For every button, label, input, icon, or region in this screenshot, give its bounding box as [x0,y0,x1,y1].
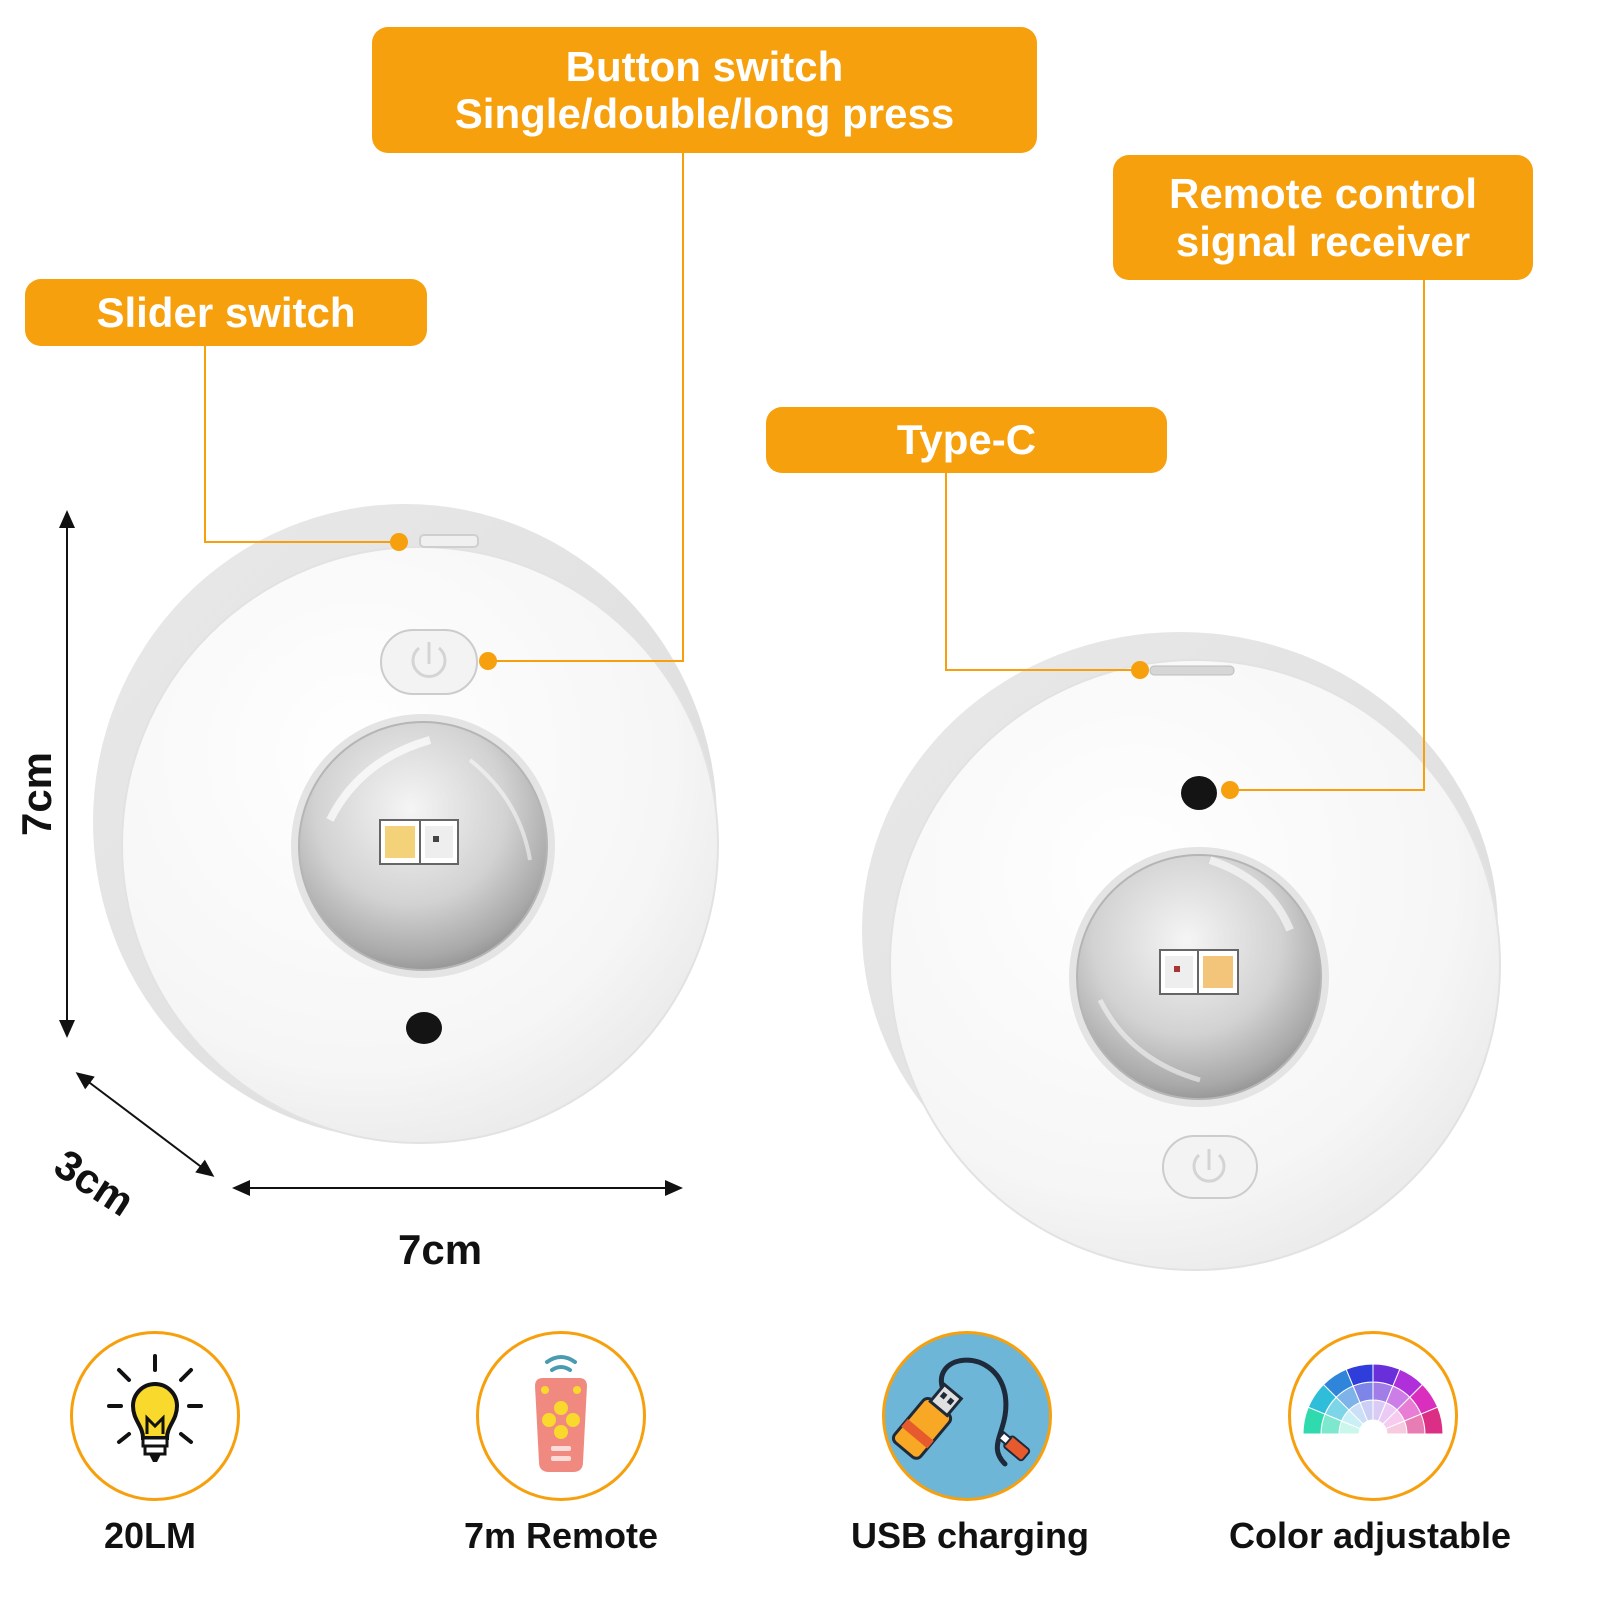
callout-button-switch-line2: Single/double/long press [454,90,955,137]
leader-lines [204,153,1425,791]
slider-switch-slot [419,534,479,548]
led-chip [1159,949,1239,995]
light-bulb-icon [107,1354,203,1462]
button-switch [380,629,478,695]
callout-slider-switch: Slider switch [25,279,427,346]
callout-remote-receiver-line2: signal receiver [1175,217,1471,265]
leader-dots [390,533,1239,799]
feature-usb-label: USB charging [850,1515,1090,1556]
feature-brightness [70,1331,240,1501]
callout-remote-receiver: Remote control signal receiver [1113,155,1533,280]
dimension-arrows [59,510,683,1196]
color-fan-segment [1420,1406,1444,1435]
leader-dot-slider [390,533,408,551]
light-unit-back [862,632,1501,1271]
remote-control-icon [535,1355,587,1472]
type-c-port [1149,665,1235,676]
callout-button-switch: Button switch Single/double/long press [372,27,1037,153]
callout-remote-receiver-line1: Remote control [1168,170,1478,218]
height-label: 7cm [13,751,60,837]
callout-type-c-line1: Type-C [896,416,1037,464]
ir-sensor [406,1012,442,1044]
feature-brightness-label: 20LM [103,1515,197,1556]
feature-color-label: Color adjustable [1228,1515,1512,1556]
led-chip [379,819,459,865]
usb-cable-icon [891,1357,1031,1467]
feature-color [1288,1331,1458,1501]
power-icon [1192,1149,1226,1183]
color-wheel-icon [1302,1363,1444,1435]
feature-remote-label: 7m Remote [463,1515,659,1556]
callout-slider-switch-line1: Slider switch [96,288,356,336]
feature-remote [476,1331,646,1501]
depth-arrow [75,1072,215,1177]
power-icon [411,642,447,678]
feature-usb [882,1331,1052,1501]
callout-button-switch-line1: Button switch [565,42,844,90]
leader-dot-button [479,652,497,670]
callout-type-c: Type-C [766,407,1167,473]
leader-line-type-c [945,473,1140,671]
light-unit-front [93,504,719,1144]
leader-dot-remote [1221,781,1239,799]
leader-line-remote [1230,280,1425,791]
button-switch [1162,1135,1258,1199]
width-label: 7cm [398,1226,483,1273]
leader-line-slider [204,346,399,543]
leader-dot-type-c [1131,661,1149,679]
leader-line-button [488,153,684,662]
remote-receiver [1181,776,1217,810]
